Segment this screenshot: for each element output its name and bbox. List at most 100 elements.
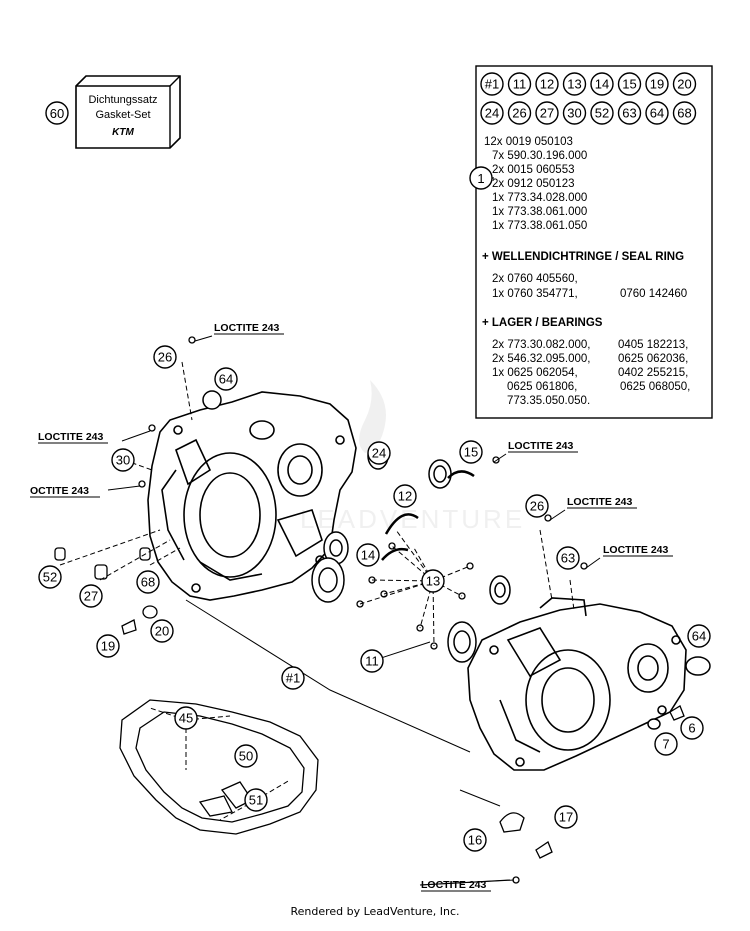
legend-badges-row1: #1 11 12 13 14 15 19 20 xyxy=(480,72,697,96)
callout-50[interactable]: 50 xyxy=(234,744,258,768)
callout-19[interactable]: 19 xyxy=(96,634,120,658)
callout-60[interactable]: 60 xyxy=(45,101,69,125)
seal-line-left: 2x 0760 405560, xyxy=(492,273,578,285)
kit-box-line1: Dichtungssatz xyxy=(88,94,157,106)
screw-line: 7x 590.30.196.000 xyxy=(492,150,587,162)
callout-14[interactable]: 14 xyxy=(356,543,380,567)
callout-15[interactable]: 15 xyxy=(459,440,483,464)
legend-bearing-list: 2x 773.30.082.000,0405 182213,2x 546.32.… xyxy=(492,339,690,407)
callout-64[interactable]: 64 xyxy=(687,624,711,648)
screw-line: 1x 773.34.028.000 xyxy=(492,192,587,204)
loctite-label: LOCTITE 243 xyxy=(421,879,487,891)
callout-19-label: 19 xyxy=(101,639,115,654)
legend-badge[interactable]: 52 xyxy=(590,101,614,125)
legend-badge-label: 30 xyxy=(567,106,581,121)
callout-64[interactable]: 64 xyxy=(214,367,238,391)
callout-11-label: 11 xyxy=(365,654,379,669)
legend-badge[interactable]: 24 xyxy=(480,101,504,125)
legend-badge-label: 20 xyxy=(677,77,691,92)
callout-26[interactable]: 26 xyxy=(525,494,549,518)
callout-20-label: 20 xyxy=(155,624,169,639)
callout-7-label: 7 xyxy=(662,737,669,752)
legend-badge-label: 19 xyxy=(650,77,664,92)
footer-credit: Rendered by LeadVenture, Inc. xyxy=(290,905,460,918)
callout-17[interactable]: 17 xyxy=(554,805,578,829)
bearing-line-left: 1x 0625 062054, xyxy=(492,367,578,379)
bearing-line-left: 2x 773.30.082.000, xyxy=(492,339,590,351)
legend-badge[interactable]: 27 xyxy=(535,101,559,125)
callout-63[interactable]: 63 xyxy=(556,546,580,570)
screw-line: 1x 773.38.061.050 xyxy=(492,220,587,232)
screw-line: 12x 0019 050103 xyxy=(484,136,573,148)
seal-line-right: 0760 142460 xyxy=(620,288,687,300)
loctite-label: LOCTITE 243 xyxy=(38,431,104,443)
callout-51-label: 51 xyxy=(249,793,263,808)
legend-badge-label: 11 xyxy=(513,77,527,92)
callout-17-label: 17 xyxy=(559,810,573,825)
legend-badge[interactable]: 64 xyxy=(645,101,669,125)
callout-13-label: 13 xyxy=(426,574,440,589)
callout-68[interactable]: 68 xyxy=(136,570,160,594)
legend-badge-label: 68 xyxy=(677,106,691,121)
callout-64-label: 64 xyxy=(219,372,233,387)
legend-badge[interactable]: 14 xyxy=(590,72,614,96)
loctite-label: LOCTITE 243 xyxy=(214,322,280,334)
seal-line-left: 1x 0760 354771, xyxy=(492,288,578,300)
callout-11[interactable]: 11 xyxy=(360,649,384,673)
callout-52[interactable]: 52 xyxy=(38,565,62,589)
callout-hash1[interactable]: #1 xyxy=(281,666,305,690)
callout-26[interactable]: 26 xyxy=(153,345,177,369)
legend-badge[interactable]: #1 xyxy=(480,72,504,96)
kit-box-line2: Gasket-Set xyxy=(95,109,150,121)
callout-12[interactable]: 12 xyxy=(393,484,417,508)
screw-line: 1x 773.38.061.000 xyxy=(492,206,587,218)
callout-27[interactable]: 27 xyxy=(79,584,103,608)
legend-badge[interactable]: 15 xyxy=(617,72,642,96)
right-crankcase-half xyxy=(467,597,687,771)
callout-45[interactable]: 45 xyxy=(174,706,198,730)
legend-badge-label: 13 xyxy=(567,77,581,92)
legend-badge-label: 14 xyxy=(595,77,609,92)
callout-68-label: 68 xyxy=(141,575,155,590)
legend-seal-list: 2x 0760 405560, 1x 0760 354771, 0760 14246… xyxy=(492,273,687,300)
legend-badge-label: 27 xyxy=(540,106,554,121)
left-crankcase-half xyxy=(147,391,357,601)
legend-badge-label: 12 xyxy=(540,77,554,92)
callout-30[interactable]: 30 xyxy=(111,448,135,472)
legend-badge[interactable]: 68 xyxy=(672,101,697,125)
watermark-text: LEADVENTURE xyxy=(300,504,525,534)
callout-16-label: 16 xyxy=(468,833,482,848)
callout-6-label: 6 xyxy=(688,721,695,736)
callout-7[interactable]: 7 xyxy=(654,732,678,756)
callout-hash1-label: #1 xyxy=(286,671,300,686)
watermark: LEADVENTURE xyxy=(300,380,525,534)
part-callouts: 26 64 30 24 15 12 52 27 68 14 13 26 63 19 20 11 #1 64 6 7 45… xyxy=(38,345,711,852)
crankcase-gasket xyxy=(119,699,319,835)
legend-badge[interactable]: 13 xyxy=(562,72,587,96)
callout-20[interactable]: 20 xyxy=(150,619,174,643)
bearing-line-right: 0405 182213, xyxy=(618,339,688,351)
legend-badge[interactable]: 12 xyxy=(535,72,559,96)
callout-24-label: 24 xyxy=(372,446,386,461)
callout-13[interactable]: 13 xyxy=(421,569,445,593)
callout-16[interactable]: 16 xyxy=(463,828,487,852)
loctite-label: LOCTITE 243 xyxy=(603,544,669,556)
callout-1[interactable]: 1 xyxy=(469,166,493,190)
callout-51[interactable]: 51 xyxy=(244,788,268,812)
legend-badge[interactable]: 19 xyxy=(645,72,669,96)
bearing-line-left: 0625 061806, xyxy=(507,381,577,393)
ktm-logo: KTM xyxy=(112,127,134,138)
legend-badge-label: 26 xyxy=(512,106,526,121)
legend-badge[interactable]: 30 xyxy=(562,101,587,125)
callout-24[interactable]: 24 xyxy=(367,441,391,465)
legend-badge[interactable]: 11 xyxy=(507,72,532,96)
legend-badge[interactable]: 26 xyxy=(507,101,532,125)
callout-60-label: 60 xyxy=(50,106,64,121)
screw-line: 2x 0912 050123 xyxy=(492,178,575,190)
legend-badge-label: 64 xyxy=(650,106,664,121)
legend-badge-label: 52 xyxy=(595,106,609,121)
legend-badge[interactable]: 63 xyxy=(617,101,642,125)
callout-6[interactable]: 6 xyxy=(680,716,704,740)
legend-badge[interactable]: 20 xyxy=(672,72,697,96)
bearing-line-left: 773.35.050.050. xyxy=(507,395,590,407)
